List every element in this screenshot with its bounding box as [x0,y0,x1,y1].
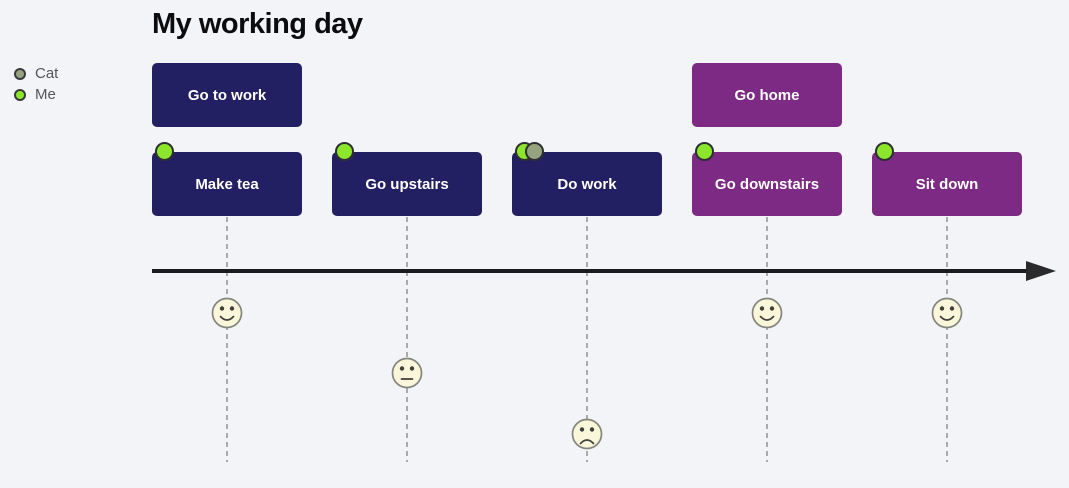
drop-line [766,217,768,462]
event-box-go-to-work: Go to work [152,63,302,127]
legend-label: Cat [35,65,59,82]
drop-line [406,217,408,462]
drop-line [586,217,588,462]
event-box-sit-down: Sit down [872,142,1022,216]
legend-item-me: Me [14,84,58,105]
legend-item-cat: Cat [14,63,58,84]
me-dot-icon [875,142,894,161]
event-label: Go upstairs [365,175,449,193]
event-label: Go downstairs [714,175,820,193]
mood-face-neutral-icon [391,357,423,389]
drop-line [946,217,948,462]
event-box-go-downstairs: Go downstairs [692,142,842,216]
cat-dot-icon [14,67,26,80]
cat-dot-icon [525,142,544,161]
event-label: Do work [557,175,617,193]
event-label: Go home [734,86,800,104]
arrowhead-icon [1026,261,1056,281]
event-label: Make tea [195,175,259,193]
event-label: Go to work [187,86,267,104]
page-title: My working day [152,8,363,40]
event-box-go-upstairs: Go upstairs [332,142,482,216]
me-dot-icon [695,142,714,161]
timeline-axis [152,269,1032,273]
mood-face-happy-icon [211,297,243,329]
me-dot-icon [155,142,174,161]
event-box-do-work: Do work [512,142,662,216]
event-label: Sit down [915,175,979,193]
legend: Cat Me [14,63,58,105]
me-dot-icon [14,88,26,101]
drop-line [226,217,228,462]
event-box-make-tea: Make tea [152,142,302,216]
event-box-go-home: Go home [692,63,842,127]
mood-face-happy-icon [751,297,783,329]
mood-face-happy-icon [931,297,963,329]
me-dot-icon [335,142,354,161]
legend-label: Me [35,86,56,103]
mood-face-sad-icon [571,418,603,450]
